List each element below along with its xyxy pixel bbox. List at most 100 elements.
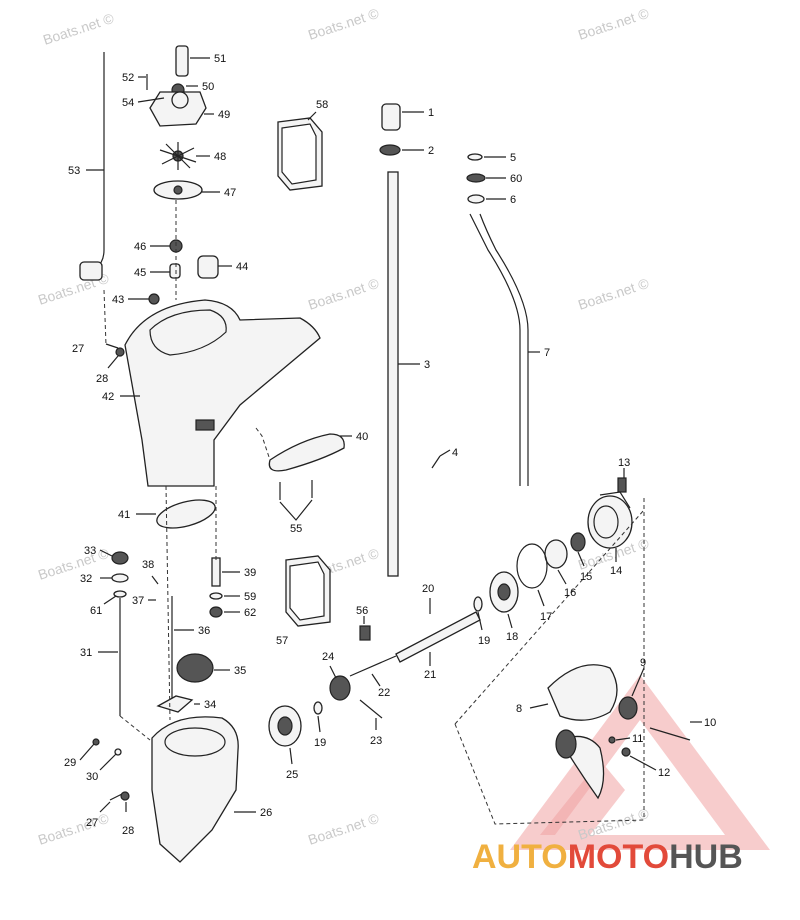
seal xyxy=(466,173,486,183)
callout-label: 2 xyxy=(428,145,434,157)
callout-label: 60 xyxy=(510,173,522,185)
brand-part-1: AUTO xyxy=(472,838,568,876)
screw xyxy=(105,343,119,349)
callout-label: 6 xyxy=(510,194,516,206)
water-seal xyxy=(197,255,219,279)
propeller-shaft xyxy=(395,611,481,663)
gear-housing-lower xyxy=(151,716,239,863)
brand-wordmark: AUTOMOTOHUB xyxy=(472,838,743,876)
callout-label: 45 xyxy=(134,267,146,279)
callout-label: 20 xyxy=(422,583,434,595)
drive-shaft xyxy=(387,171,399,577)
o-ring xyxy=(467,153,483,161)
callout-label: 11 xyxy=(632,733,643,745)
gear-housing-upper xyxy=(124,299,321,487)
nut xyxy=(209,606,223,618)
assembly-line xyxy=(454,723,645,825)
leader xyxy=(279,499,313,521)
callout-label: 56 xyxy=(356,605,368,617)
callout-label: 4 xyxy=(452,447,458,459)
washer xyxy=(608,736,616,744)
spring xyxy=(359,699,383,719)
dowel xyxy=(169,263,181,279)
gasket xyxy=(156,499,216,529)
callout-label: 44 xyxy=(236,261,248,273)
callout-label: 18 xyxy=(506,631,518,643)
shift-rod-connector xyxy=(79,261,103,281)
nut xyxy=(621,747,631,757)
pin xyxy=(151,575,159,585)
watermark-text: Boats.net © xyxy=(36,810,111,848)
bearing-carrier xyxy=(587,491,633,549)
washer xyxy=(111,573,129,583)
grommet xyxy=(467,194,485,204)
watermark-text: Boats.net © xyxy=(41,10,116,48)
callout-label: 48 xyxy=(214,151,226,163)
callout-label: 7 xyxy=(544,347,550,359)
callout-label: 16 xyxy=(564,587,576,599)
callout-label: 32 xyxy=(80,573,92,585)
callout-label: 53 xyxy=(68,165,80,177)
svg-text:AUTOMOTOHUB: AUTOMOTOHUB xyxy=(472,838,743,876)
o-ring-large xyxy=(516,543,548,589)
washer xyxy=(113,590,127,598)
callout-label: 25 xyxy=(286,769,298,781)
callout-label: 34 xyxy=(204,699,216,711)
nut xyxy=(111,551,129,565)
seal-kit-box xyxy=(285,555,331,627)
watermark-text: Boats.net © xyxy=(306,810,381,848)
seal xyxy=(570,532,586,552)
watermark-text: Boats.net © xyxy=(576,275,651,313)
callout-label: 38 xyxy=(142,559,154,571)
callout-label: 35 xyxy=(234,665,246,677)
callout-label: 31 xyxy=(80,647,92,659)
callout-label: 43 xyxy=(112,294,124,306)
screw xyxy=(109,793,123,801)
callout-label: 54 xyxy=(122,97,134,109)
forward-gear xyxy=(268,705,302,747)
assembly-line xyxy=(454,509,645,725)
callout-label: 62 xyxy=(244,607,256,619)
key-line xyxy=(431,455,441,469)
clutch xyxy=(329,675,351,701)
callout-label: 39 xyxy=(244,567,256,579)
callout-label: 14 xyxy=(610,565,622,577)
callout-label: 52 xyxy=(122,72,134,84)
callout-label: 1 xyxy=(428,107,434,119)
pump-housing xyxy=(149,91,207,127)
washer xyxy=(209,592,223,600)
thrust-washer xyxy=(473,596,483,612)
callout-label: 19 xyxy=(314,737,326,749)
callout-label: 59 xyxy=(244,591,256,603)
shift-rod xyxy=(83,52,105,277)
callout-label: 28 xyxy=(122,825,134,837)
screw xyxy=(617,477,627,493)
callout-label: 8 xyxy=(516,703,522,715)
callout-label: 41 xyxy=(118,509,130,521)
thrust-hub xyxy=(618,696,638,720)
callout-label: 24 xyxy=(322,651,334,663)
callout-label: 21 xyxy=(424,669,436,681)
watermarks: Boats.net © Boats.net © Boats.net © Boat… xyxy=(36,5,651,848)
watermark-text: Boats.net © xyxy=(306,5,381,43)
detent xyxy=(359,625,371,641)
bearing xyxy=(544,539,568,569)
callout-label: 33 xyxy=(84,545,96,557)
callout-label: 26 xyxy=(260,807,272,819)
brand-part-3: HUB xyxy=(669,838,743,876)
callout-label: 42 xyxy=(102,391,114,403)
callout-label: 27 xyxy=(86,817,98,829)
callout-label: 28 xyxy=(96,373,108,385)
plate-hole xyxy=(173,185,183,195)
reverse-gear xyxy=(489,571,519,613)
callout-label: 17 xyxy=(540,611,552,623)
callout-label: 55 xyxy=(290,523,302,535)
assembly-line xyxy=(119,715,151,741)
callouts: 51 52 50 54 49 58 1 2 5 60 6 48 53 47 46… xyxy=(64,53,716,837)
cross-pin xyxy=(349,655,397,677)
brand-part-2: MOTO xyxy=(568,838,669,876)
callout-label: 19 xyxy=(478,635,490,647)
callout-label: 27 xyxy=(72,343,84,355)
assembly-line xyxy=(103,289,107,346)
